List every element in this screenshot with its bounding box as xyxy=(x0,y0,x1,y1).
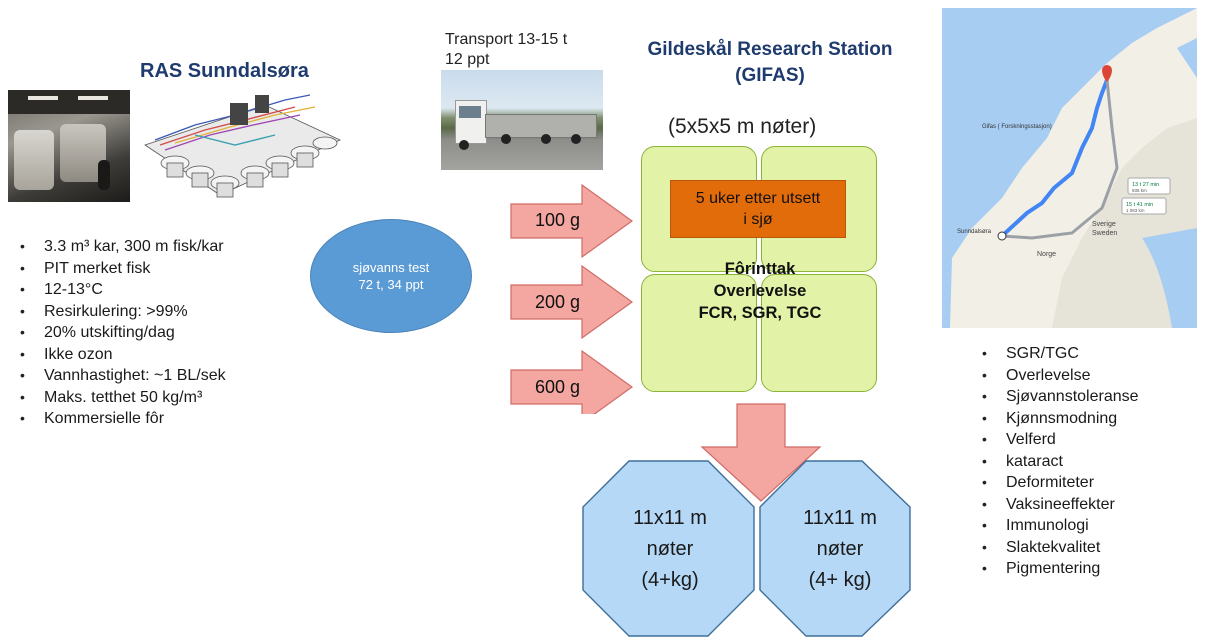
list-item: Kjønnsmodning xyxy=(976,408,1139,430)
gifas-title: Gildeskål Research Station (GIFAS) xyxy=(620,37,920,89)
outcome-list: SGR/TGC Overlevelse Sjøvannstoleranse Kj… xyxy=(976,343,1139,580)
list-item: Deformiteter xyxy=(976,472,1139,494)
metric-survival: Overlevelse xyxy=(713,282,807,300)
net-pen-metrics: Fôrinttak Overlevelse FCR, SGR, TGC xyxy=(660,258,860,324)
large-net-pen-2 xyxy=(759,460,911,637)
large-net-pen-2-size: 11x11 m xyxy=(803,507,877,529)
transport-duration: Transport 13-15 t xyxy=(445,31,568,48)
map-label-gifas: Gifas ( Forskningsstasjon) xyxy=(982,124,1052,130)
list-item: 20% utskifting/dag xyxy=(14,322,226,344)
large-net-pen-1-type: nøter xyxy=(646,538,694,560)
list-item: Pigmentering xyxy=(976,558,1139,580)
ras-tank-photo xyxy=(8,90,130,202)
map-route1-distance: 935 km xyxy=(1132,188,1147,193)
list-item: Sjøvannstoleranse xyxy=(976,386,1139,408)
post-transfer-box: 5 uker etter utsett i sjø xyxy=(670,180,846,238)
list-item: Slaktekvalitet xyxy=(976,537,1139,559)
arrow-100g xyxy=(510,184,634,259)
ras-bullet-list: 3.3 m³ kar, 300 m fisk/kar PIT merket fi… xyxy=(14,236,226,430)
list-item: PIT merket fisk xyxy=(14,258,226,280)
seawater-test-label: sjøvanns test xyxy=(352,260,430,275)
map-route2-time: 15 t 41 min xyxy=(1126,202,1153,208)
list-item: Vannhastighet: ~1 BL/sek xyxy=(14,365,226,387)
ras-facility-drawing xyxy=(144,94,341,198)
seawater-test-conditions: 72 t, 34 ppt xyxy=(358,277,424,292)
list-item: Overlevelse xyxy=(976,365,1139,387)
gifas-title-line2: (GIFAS) xyxy=(735,65,805,86)
post-transfer-line2: i sjø xyxy=(743,211,773,228)
list-item: Velferd xyxy=(976,429,1139,451)
map-label-sweden: Sweden xyxy=(1092,230,1117,237)
list-item: Maks. tetthet 50 kg/m³ xyxy=(14,387,226,409)
post-transfer-line1: 5 uker etter utsett xyxy=(695,190,821,207)
net-pen-4 xyxy=(761,274,877,392)
metric-feed-intake: Fôrinttak xyxy=(724,260,796,278)
list-item: Vaksineeffekter xyxy=(976,494,1139,516)
large-net-pen-2-label: 11x11 m nøter (4+ kg) xyxy=(770,503,910,596)
map-label-norge: Norge xyxy=(1037,251,1056,258)
net-size-label: (5x5x5 m nøter) xyxy=(668,115,817,138)
size-arrows xyxy=(510,184,634,414)
arrow-200g xyxy=(510,264,634,340)
list-item: kataract xyxy=(976,451,1139,473)
large-net-pen-2-weight: (4+ kg) xyxy=(808,569,872,591)
list-item: SGR/TGC xyxy=(976,343,1139,365)
large-net-pen-1-size: 11x11 m xyxy=(633,507,707,529)
gifas-title-line1: Gildeskål Research Station xyxy=(647,39,893,60)
down-arrow xyxy=(700,403,822,502)
list-item: Ikke ozon xyxy=(14,344,226,366)
seawater-test-oval: sjøvanns test 72 t, 34 ppt xyxy=(310,219,472,333)
map-route1-time: 13 t 27 min xyxy=(1132,182,1159,188)
truck-photo xyxy=(441,70,603,170)
arrow-600g xyxy=(510,349,634,414)
transport-salinity: 12 ppt xyxy=(445,51,490,68)
large-net-pen-1-label: 11x11 m nøter (4+kg) xyxy=(600,503,740,596)
list-item: Kommersielle fôr xyxy=(14,408,226,430)
large-net-pen-1-weight: (4+kg) xyxy=(641,569,699,591)
large-net-pen-2-type: nøter xyxy=(816,538,864,560)
metric-fcr-sgr-tgc: FCR, SGR, TGC xyxy=(698,304,822,322)
route-map: Gifas ( Forskningsstasjon) Sunndalsøra N… xyxy=(942,8,1197,328)
map-label-sunndal: Sunndalsøra xyxy=(957,229,992,235)
map-label-sverige: Sverige xyxy=(1092,221,1116,228)
map-route2-distance: 1 083 km xyxy=(1126,208,1145,213)
large-net-pen-1 xyxy=(582,460,755,637)
list-item: Immunologi xyxy=(976,515,1139,537)
transport-label: Transport 13-15 t 12 ppt xyxy=(445,30,567,70)
list-item: Resirkulering: >99% xyxy=(14,301,226,323)
large-net-pens xyxy=(582,460,911,637)
net-pen-3 xyxy=(641,274,757,392)
arrow-label-100g: 100 g xyxy=(535,210,581,230)
ras-title: RAS Sunndalsøra xyxy=(140,60,309,82)
arrow-label-200g: 200 g xyxy=(535,292,581,312)
list-item: 3.3 m³ kar, 300 m fisk/kar xyxy=(14,236,226,258)
list-item: 12-13°C xyxy=(14,279,226,301)
arrow-label-600g: 600 g xyxy=(535,377,581,397)
